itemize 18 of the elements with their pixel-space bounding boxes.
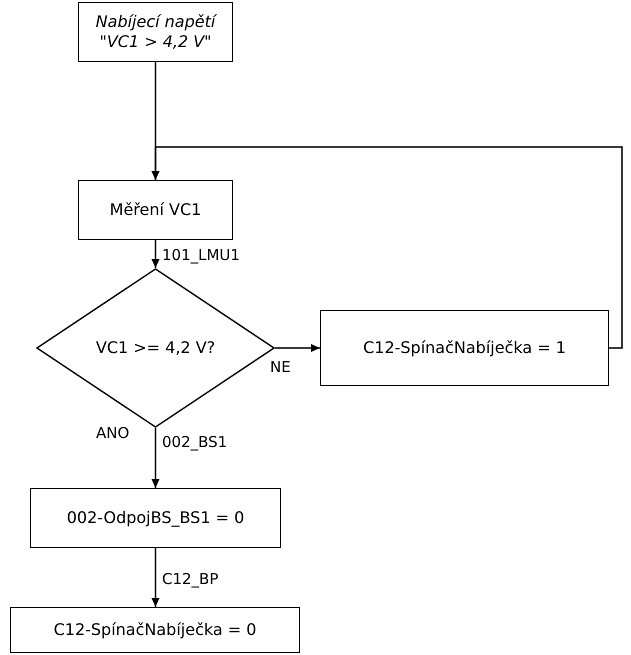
process-box (10, 607, 300, 653)
decision-text: VC1 >= 4,2 V? (96, 337, 216, 359)
process-text: 002-OdpojBS_BS1 = 0 (66, 508, 244, 528)
process-text: C12-SpínačNabíječka = 0 (54, 620, 256, 640)
process-box (30, 488, 281, 548)
process-box (78, 2, 233, 62)
process-text: Nabíjecí napětí "VC1 > 4,2 V" (94, 12, 218, 52)
process-text: Měření VC1 (110, 200, 202, 220)
arrow (275, 344, 320, 352)
arrow (152, 240, 160, 268)
edge-label: NE (268, 360, 293, 375)
process-box (78, 180, 233, 240)
process-box (320, 310, 609, 386)
edge-label: ANO (94, 426, 132, 441)
process-text: C12-SpínačNabíječka = 1 (363, 338, 566, 358)
edge-label: C12_BP (160, 572, 220, 587)
arrow (152, 548, 160, 607)
arrow (152, 428, 160, 488)
